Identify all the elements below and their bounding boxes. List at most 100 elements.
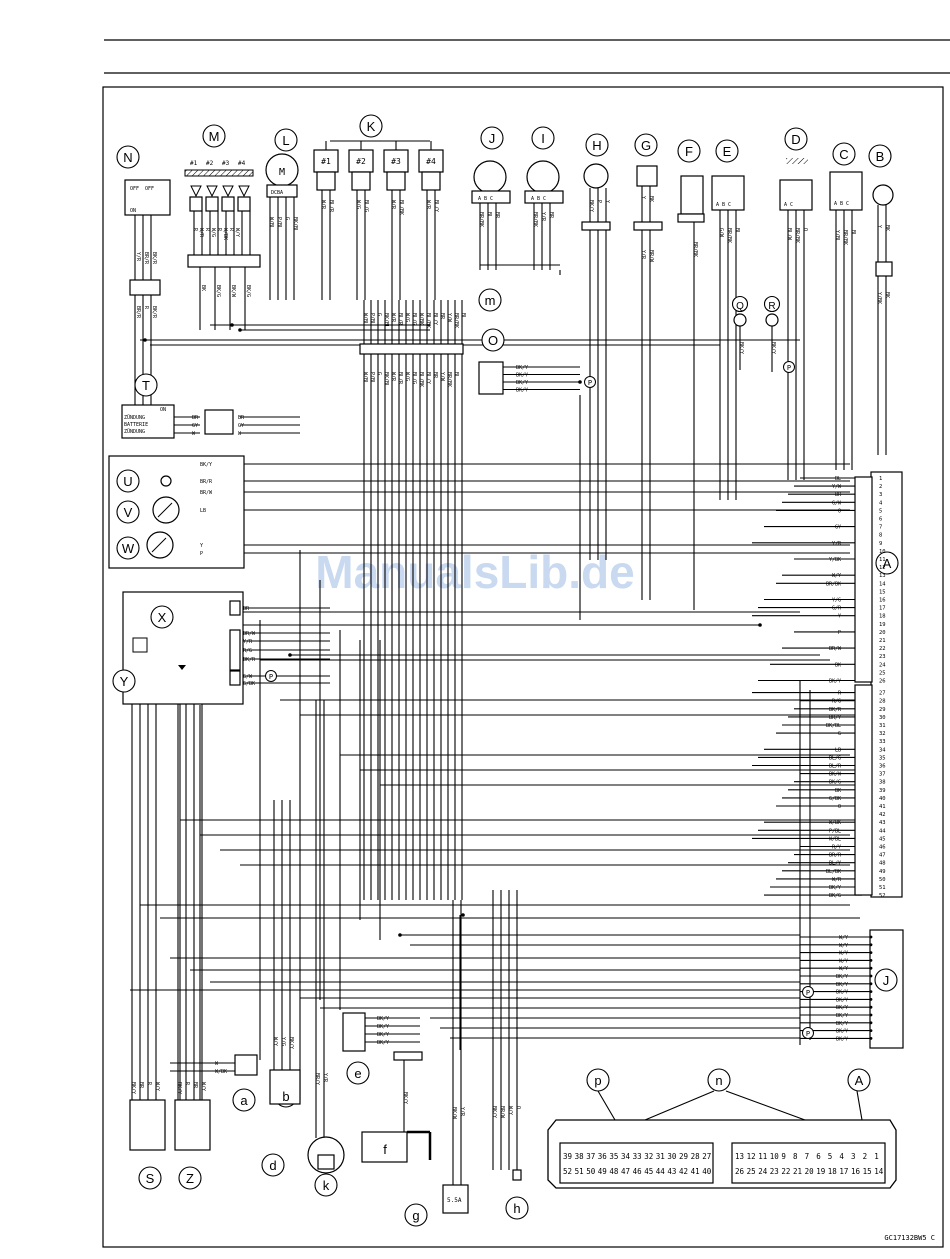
callout-F xyxy=(677,139,701,163)
callout-label-J: J xyxy=(883,973,890,988)
m-junction-wire-label: P/BL xyxy=(369,313,375,325)
m-hatch-bar xyxy=(184,169,254,177)
j-connector-wire-label: W/Y xyxy=(839,935,848,941)
j-connector-pin xyxy=(869,1021,873,1025)
j-connector-wire-label: BK/Y xyxy=(836,1013,848,1019)
callout-label-A: A xyxy=(855,1073,864,1088)
o-wire-label: BK/Y xyxy=(516,373,528,379)
callout-label-V: V xyxy=(124,505,133,520)
ecu-pin-number: 38 xyxy=(879,780,886,786)
ecu-pin-number: 44 xyxy=(879,828,886,834)
l-motor-label: M xyxy=(279,167,285,178)
t-wire-label: GY xyxy=(192,423,198,429)
n-wire-label: BK/R xyxy=(151,252,157,265)
callout-R xyxy=(763,295,781,313)
callout-label-m: m xyxy=(485,293,496,308)
ecu-connector-pin: 12 xyxy=(747,1152,756,1161)
k-wire-label: BL/G xyxy=(363,200,369,212)
m-wire-label: W/BK xyxy=(222,228,228,240)
n-wire-label: Y/R xyxy=(135,252,141,262)
g-wire-label: Y/R xyxy=(640,250,646,260)
ecu-connector-left xyxy=(559,1142,714,1184)
i-pins: A B C xyxy=(531,196,546,202)
callout-leader xyxy=(856,1090,863,1121)
junction-dot xyxy=(578,380,582,384)
m-wire-label: R xyxy=(228,228,234,232)
xy-wire-label: R/G xyxy=(243,648,252,654)
g-wire-label: Y xyxy=(640,196,646,199)
junction-dot xyxy=(143,338,147,342)
ecu-pin-wire-label: Y/G xyxy=(832,598,841,604)
callout-J xyxy=(480,126,504,150)
m-bottom-label: BK/W xyxy=(230,285,236,298)
ecu-pin-wire-label: BK/Y xyxy=(829,885,841,891)
ecu-pin-wire-label: LB xyxy=(835,747,841,753)
h-wire-label-group-label: W/Y xyxy=(507,1106,513,1115)
uvw-wire-label: Y xyxy=(200,543,203,549)
callout-label-K: K xyxy=(367,119,376,134)
ecu-connector-pin: 13 xyxy=(735,1152,744,1161)
component-layer xyxy=(108,114,904,1227)
ecu-connector-pin: 8 xyxy=(793,1152,798,1161)
j-wire-label: BL xyxy=(486,212,492,218)
ecu-pin-number: 20 xyxy=(879,630,886,636)
callout-Z xyxy=(178,1166,202,1190)
m-bottom-label: BK/G xyxy=(245,285,251,297)
ecu-pin-wire-label: R/G xyxy=(832,699,841,705)
ecu-pin-number: 32 xyxy=(879,731,886,737)
j-connector-wire-label: W/Y xyxy=(839,951,848,957)
h-wire-label-group-label: O xyxy=(515,1106,521,1109)
ecu-pin-number: 12 xyxy=(879,565,886,571)
e-pins: A B C xyxy=(716,202,731,208)
j-sensor xyxy=(473,160,507,194)
callout-label-J: J xyxy=(489,131,496,146)
ecu-pin-wire-label: G/BK xyxy=(829,796,841,802)
callout-Y xyxy=(112,669,136,693)
ecu-connector-pin: 40 xyxy=(702,1167,712,1176)
j-connector-pin xyxy=(869,1029,873,1032)
callout-label-f: f xyxy=(383,1142,387,1157)
ecu-pin-number: 16 xyxy=(879,598,886,604)
t-wire-label: W xyxy=(192,431,196,437)
callout-h xyxy=(505,1196,529,1220)
ecu-pin-number: 22 xyxy=(879,646,886,652)
callout-label-B: B xyxy=(876,149,885,164)
diagram-frame xyxy=(102,86,944,1248)
m-junction-wire-label: Y/W xyxy=(439,372,445,382)
x-connector xyxy=(229,600,241,616)
ecu-pin-number: 30 xyxy=(879,715,886,721)
c-pins: A B C xyxy=(834,201,849,207)
g-sensor xyxy=(636,165,658,187)
ecu-connector-pin: 15 xyxy=(863,1167,872,1176)
k-coil-plug xyxy=(316,171,336,191)
ecu-pin-wire-label: W/BK xyxy=(829,820,841,826)
g-wire-label-group-label: BK/W xyxy=(451,1107,457,1120)
l-wire-label: W/BL xyxy=(268,217,274,229)
callout-label-G: G xyxy=(641,138,651,153)
callout-label-S: S xyxy=(146,1171,155,1186)
o-wire-label: BK/Y xyxy=(516,380,528,386)
m-cell xyxy=(237,196,251,212)
j-connector-wire-label: BK/Y xyxy=(836,997,848,1003)
z-wire-label: W/Y xyxy=(200,1082,206,1091)
ecu-connector-pin: 47 xyxy=(621,1167,630,1176)
callout-label-k: k xyxy=(323,1178,330,1193)
j-connector-wire-label: W/Y xyxy=(839,958,848,964)
callout-label-b: b xyxy=(282,1089,289,1104)
callout-n xyxy=(707,1068,731,1092)
callout-K xyxy=(359,114,383,138)
j-connector-pin xyxy=(869,998,873,1001)
m-junction-wire-label: G xyxy=(376,313,382,316)
ecu-connector-right xyxy=(731,1142,886,1184)
ecu-connector-pin: 46 xyxy=(633,1167,643,1176)
ecu-strip-lower xyxy=(854,684,873,896)
a-wire-label: W/BK xyxy=(215,1069,227,1075)
ecu-pin-number: 3 xyxy=(879,492,882,498)
m-junction-wire-label: W/BK xyxy=(418,313,424,325)
l-connector xyxy=(266,184,298,198)
j-connector-pin xyxy=(869,982,873,986)
b-wire-label: BK xyxy=(884,225,890,231)
ecu-connector-pin: 31 xyxy=(656,1152,665,1161)
m-slot-label: #1 xyxy=(190,160,198,167)
